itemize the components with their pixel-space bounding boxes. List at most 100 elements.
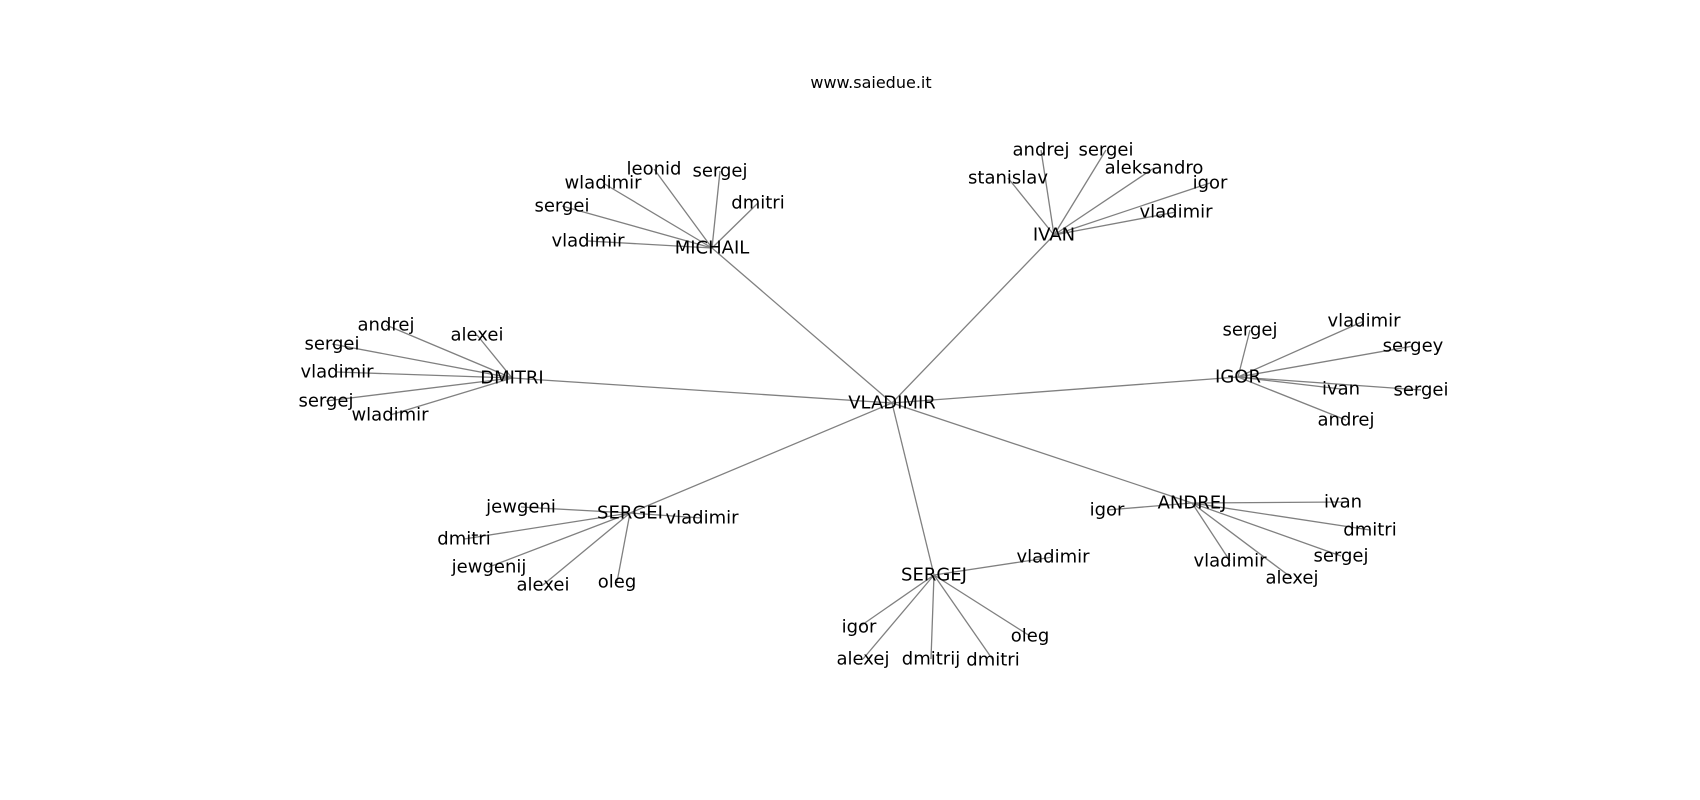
node-leaf-ivan-aleksandro: aleksandro [1105,158,1204,179]
edge-sergej-vladimir [933,556,1054,576]
edge-igor-sergey [1237,345,1414,378]
node-leaf-igor-sergey: sergey [1383,336,1444,357]
node-leaf-michail-sergej: sergej [692,161,747,182]
edge-dmitri-alexei [476,334,513,379]
edge-sergei-vladimir [629,512,703,519]
node-root-vladimir: VLADIMIR [848,393,936,414]
edge-sergei-dmitri [463,512,631,540]
edge-igor-andrej [1237,376,1347,421]
node-leaf-dmitri-alexei: alexei [451,325,504,346]
node-leaf-sergei-alexei: alexei [517,575,570,596]
node-hub-andrej: ANDREJ [1158,493,1227,514]
node-leaf-igor-andrej: andrej [1318,410,1375,431]
edge-andrej-alexej [1191,502,1293,579]
node-leaf-sergei-jewgenij: jewgenij [451,557,527,578]
node-leaf-dmitri-vladimir: vladimir [300,362,374,383]
node-hub-dmitri: DMITRI [480,368,544,389]
edge-igor-sergei [1237,376,1422,391]
node-leaf-michail-leonid: leonid [627,159,682,180]
edge-dmitri-andrej [385,324,513,379]
edge-sergej-dmitri [933,574,994,661]
page-title: www.saiedue.it [810,73,931,92]
node-leaf-michail-vladimir: vladimir [551,231,625,252]
node-leaf-sergei-jewgeni: jewgeni [485,497,556,518]
node-leaf-ivan-stanislav: stanislav [968,168,1048,189]
labels-layer: VLADIMIRMICHAILvladimirsergeiwladimirleo… [298,140,1448,671]
edge-michail-vladimir [587,240,713,249]
node-leaf-andrej-alexej: alexej [1266,568,1319,589]
edge-andrej-dmitri [1191,502,1371,531]
edge-igor-sergej [1237,329,1251,378]
node-hub-sergei: SERGEI [597,503,663,524]
edge-ivan-sergei [1053,149,1107,236]
edge-andrej-vladimir [1191,502,1231,562]
edges-layer [325,149,1422,661]
edge-sergei-jewgenij [488,512,631,568]
edge-ivan-aleksandro [1053,167,1155,236]
edge-ivan-andrej [1040,149,1055,236]
node-leaf-andrej-igor: igor [1090,500,1125,521]
edge-ivan-vladimir [1053,211,1177,236]
node-hub-sergej: SERGEJ [901,565,967,586]
edge-sergei-jewgeni [520,506,631,514]
node-leaf-igor-sergej: sergej [1222,320,1277,341]
node-leaf-andrej-sergej: sergej [1313,546,1368,567]
node-hub-igor: IGOR [1215,367,1261,388]
node-leaf-igor-ivan: ivan [1322,379,1360,400]
edge-dmitri-wladimir [389,377,513,416]
node-leaf-igor-sergei: sergei [1393,380,1448,401]
node-leaf-dmitri-sergei: sergei [304,334,359,355]
edge-igor-ivan [1237,376,1342,390]
edge-michail-dmitri [711,202,759,249]
edge-andrej-sergej [1191,502,1342,557]
node-leaf-michail-sergei: sergei [534,196,589,217]
node-leaf-andrej-dmitri: dmitri [1343,520,1396,541]
node-hub-michail: MICHAIL [675,238,750,259]
edge-root-andrej [891,402,1193,504]
node-leaf-sergej-alexej: alexej [837,649,890,670]
node-leaf-igor-vladimir: vladimir [1327,311,1401,332]
edge-michail-wladimir [602,182,713,249]
node-leaf-sergej-igor: igor [842,617,877,638]
node-leaf-sergej-dmitri: dmitri [966,650,1019,671]
edge-sergej-alexej [862,574,935,660]
node-leaf-ivan-igor: igor [1193,173,1228,194]
edge-root-sergej [891,402,935,576]
edge-andrej-ivan [1191,501,1344,504]
edge-root-dmitri [511,377,893,404]
node-leaf-sergej-oleg: oleg [1011,626,1050,647]
node-leaf-sergej-vladimir: vladimir [1016,547,1090,568]
node-leaf-sergei-dmitri: dmitri [437,529,490,550]
edge-ivan-igor [1053,182,1211,236]
edge-ivan-stanislav [1007,177,1055,236]
edge-sergej-oleg [933,574,1031,637]
edge-dmitri-sergej [325,377,513,402]
node-leaf-dmitri-wladimir: wladimir [351,405,429,426]
edge-root-michail [711,247,893,404]
node-leaf-sergej-dmitrij: dmitrij [902,649,960,670]
node-leaf-andrej-ivan: ivan [1324,492,1362,513]
edge-michail-sergei [561,205,713,249]
node-leaf-michail-wladimir: wladimir [564,173,642,194]
edge-root-sergei [629,402,893,514]
node-leaf-ivan-vladimir: vladimir [1139,202,1213,223]
node-leaf-ivan-sergei: sergei [1078,140,1133,161]
edge-michail-sergej [711,170,721,249]
node-leaf-dmitri-sergej: sergej [298,391,353,412]
edge-sergej-igor [858,574,935,628]
node-leaf-dmitri-andrej: andrej [358,315,415,336]
edge-sergei-oleg [616,512,631,583]
node-leaf-sergei-vladimir: vladimir [665,508,739,529]
edge-michail-leonid [653,168,713,249]
node-leaf-andrej-vladimir: vladimir [1193,551,1267,572]
edge-andrej-igor [1106,502,1193,511]
node-leaf-ivan-andrej: andrej [1013,140,1070,161]
edge-sergei-alexei [542,512,631,586]
edge-dmitri-sergei [331,343,513,379]
edge-dmitri-vladimir [336,371,513,379]
node-hub-ivan: IVAN [1033,225,1075,246]
edge-igor-vladimir [1237,320,1365,378]
edge-root-igor [891,376,1239,404]
